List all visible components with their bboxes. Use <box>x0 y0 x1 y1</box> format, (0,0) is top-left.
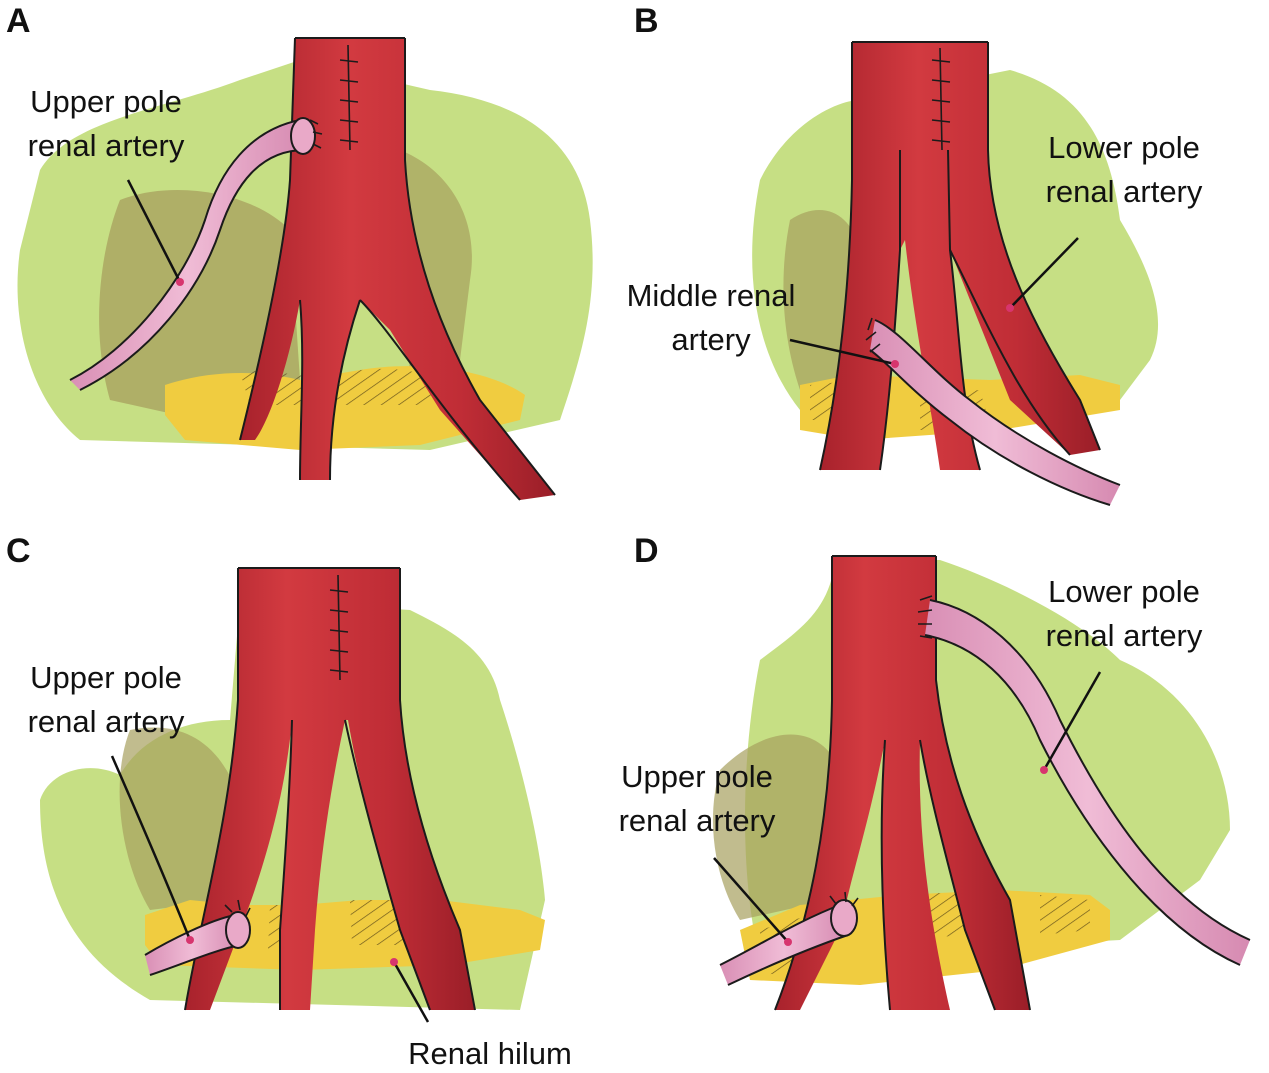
label-upper-pole-renal-artery-a: Upper pole <box>30 84 182 119</box>
label-lower-pole-renal-artery-b: Lower pole <box>1048 130 1200 165</box>
panel-d <box>712 555 1251 1011</box>
panel-a <box>17 37 593 501</box>
label-renal-hilum-c: Renal hilum <box>408 1036 572 1071</box>
label-upper-pole-renal-artery-a: renal artery <box>28 128 185 163</box>
leader-dot-b-lower <box>1006 304 1014 312</box>
label-middle-renal-artery-b: artery <box>671 322 751 357</box>
label-lower-pole-renal-artery-d: renal artery <box>1046 618 1203 653</box>
panel-letter-c: C <box>6 532 31 570</box>
panel-letter-a: A <box>6 2 31 40</box>
panel-c <box>40 567 545 1011</box>
leader-dot-c-upper <box>186 936 194 944</box>
label-upper-pole-renal-artery-c: Upper pole <box>30 660 182 695</box>
leader-dot-c-hilum <box>390 958 398 966</box>
leader-line-c-hilum <box>392 961 430 1023</box>
leader-dot-d-upper <box>784 938 792 946</box>
upper-pole-graft <box>145 915 240 975</box>
background-tissue-dark <box>99 190 300 420</box>
label-middle-renal-artery-b: Middle renal <box>627 278 796 313</box>
background-tissue-dark <box>712 734 835 920</box>
leader-line-c-upper <box>110 755 192 941</box>
leader-dot-a <box>176 278 184 286</box>
leader-dot-b-middle <box>891 360 899 368</box>
background-tissue-dark <box>119 727 240 910</box>
leader-line-b-lower <box>1009 237 1079 309</box>
label-upper-pole-renal-artery-c: renal artery <box>28 704 185 739</box>
aortic-trunk <box>240 38 555 500</box>
label-lower-pole-renal-artery-d: Lower pole <box>1048 574 1200 609</box>
middle-renal-graft <box>870 320 1120 505</box>
label-upper-pole-renal-artery-d: renal artery <box>619 803 776 838</box>
upper-pole-graft <box>70 120 305 390</box>
leader-line-d-upper <box>713 857 789 943</box>
panel-letter-b: B <box>634 2 659 40</box>
leader-line-a <box>126 179 182 283</box>
lower-pole-graft <box>925 600 1250 965</box>
aortic-trunk <box>185 568 475 1010</box>
panel-b <box>752 41 1159 506</box>
leader-line-b-middle <box>789 338 896 366</box>
label-lower-pole-renal-artery-b: renal artery <box>1046 174 1203 209</box>
upper-pole-graft <box>720 905 848 985</box>
leader-line-d-lower <box>1042 671 1102 771</box>
label-upper-pole-renal-artery-d: Upper pole <box>621 759 773 794</box>
renal-hilum-hatching <box>240 368 440 405</box>
aortic-trunk <box>775 556 1030 1010</box>
leader-dot-d-lower <box>1040 766 1048 774</box>
panel-letter-d: D <box>634 532 659 570</box>
